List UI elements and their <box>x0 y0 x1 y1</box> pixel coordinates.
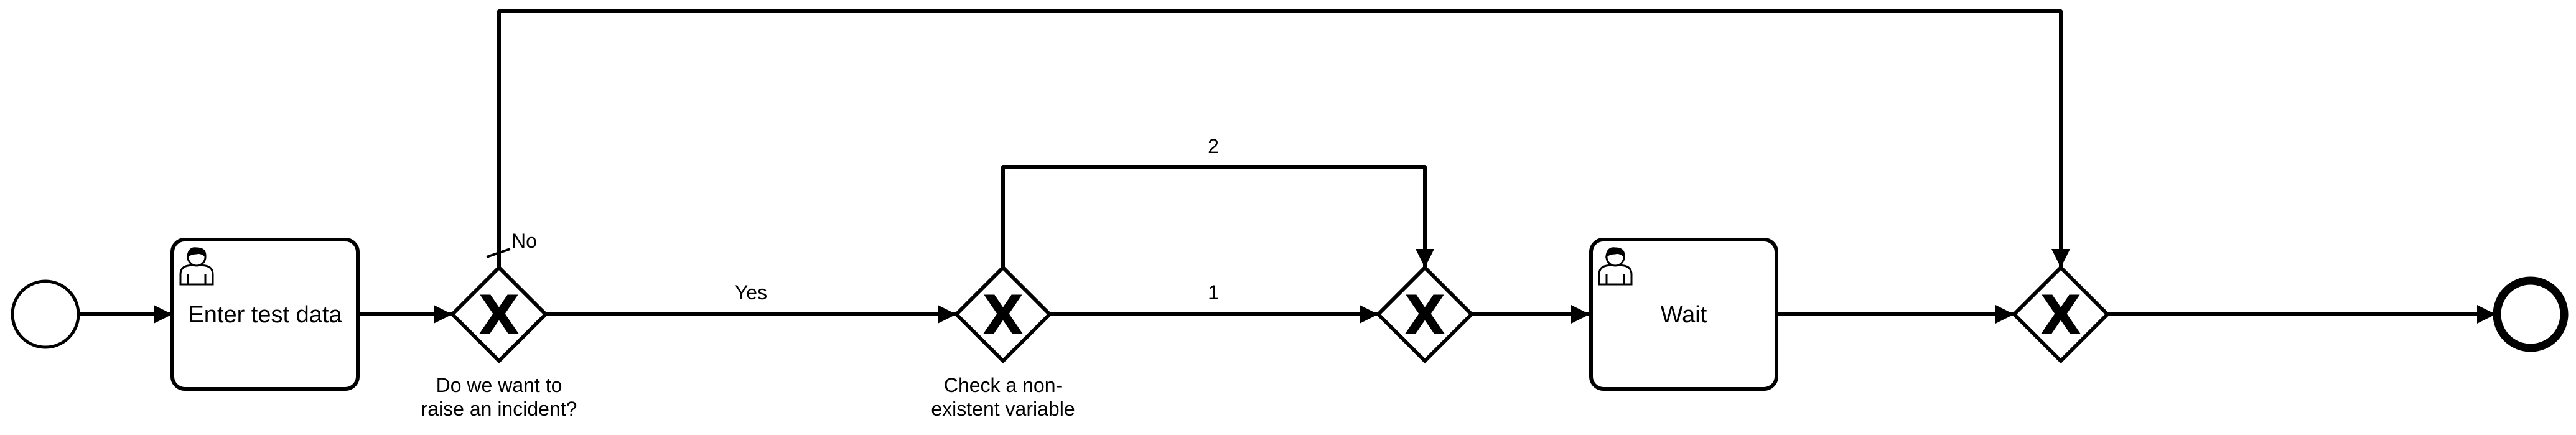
gateway-label-incident-line2: raise an incident? <box>421 398 577 420</box>
gateway-label-incident-line1: Do we want to <box>436 374 562 396</box>
flow-label-one: 1 <box>1208 281 1219 304</box>
default-flow-marker <box>486 248 511 258</box>
gateway-x-marker: X <box>2040 284 2081 347</box>
gateway-label-variable-line1: Check a non- <box>944 374 1062 396</box>
gateway-check-variable[interactable]: X <box>953 264 1053 364</box>
gateway-x-marker: X <box>1404 284 1445 347</box>
user-icon <box>179 247 214 286</box>
gateway-merge-variable[interactable]: X <box>1375 264 1475 364</box>
task-label-wait: Wait <box>1661 302 1707 328</box>
sequence-flows <box>78 9 2496 324</box>
task-enter-test-data[interactable]: Enter test data <box>170 238 360 391</box>
gateway-raise-incident[interactable]: X <box>449 264 549 364</box>
gateway-label-variable-line2: existent variable <box>931 398 1075 420</box>
gateway-final-merge[interactable]: X <box>2011 264 2111 364</box>
flow-label-no: No <box>511 230 537 252</box>
flow-label-yes: Yes <box>735 281 767 304</box>
flow-label-two: 2 <box>1208 135 1219 157</box>
user-icon <box>1598 247 1633 286</box>
task-wait[interactable]: Wait <box>1589 238 1778 391</box>
gateway-x-marker: X <box>982 284 1024 347</box>
task-label-enter-test-data: Enter test data <box>188 302 342 328</box>
end-event[interactable] <box>2493 276 2569 352</box>
flow-no[interactable] <box>497 9 2070 268</box>
flow-two[interactable] <box>1001 165 1434 268</box>
gateway-x-marker: X <box>478 284 520 347</box>
start-event[interactable] <box>11 279 80 349</box>
